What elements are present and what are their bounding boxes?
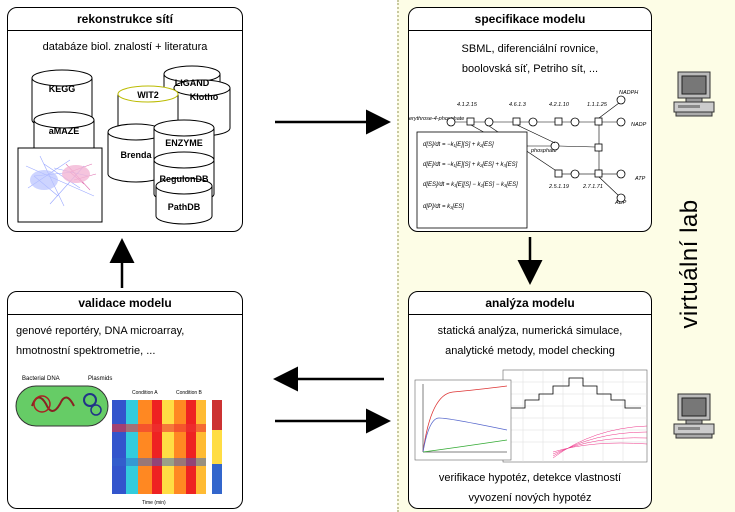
db-label-wit2: WIT2 (137, 90, 159, 100)
panel-specification: specifikace modelu SBML, diferenciální r… (408, 7, 652, 232)
label-time: Time (min) (142, 500, 166, 506)
computer-icon-bottom (672, 392, 716, 445)
panel-validation: validace modelu genové reportéry, DNA mi… (7, 291, 243, 509)
panel-reconstruction: rekonstrukce sítí databáze biol. znalost… (7, 7, 243, 232)
network-graph-thumbnail (17, 147, 103, 223)
svg-text:d[S]/dt = −k₁[E][S] + k₂[ES]: d[S]/dt = −k₁[E][S] + k₂[ES] (423, 142, 494, 148)
db-label-klotho: Klotho (190, 92, 219, 102)
panel-validation-line-1: genové reportéry, DNA microarray, (16, 325, 185, 337)
panel-analysis: analýza modelu statická analýza, numeric… (408, 291, 652, 509)
panel-analysis-line-4: vyvození nových hypotéz (468, 492, 592, 504)
panel-specification-line-1: SBML, diferenciální rovnice, (461, 43, 599, 55)
db-label-amaze: aMAZE (49, 126, 80, 136)
label-plasmids: Plasmids (88, 376, 112, 382)
pathway-label-ec6: 2.7.1.71 (582, 184, 603, 190)
pathway-label-ec5: 2.5.1.19 (548, 184, 569, 190)
svg-text:d[ES]/dt = k₁[E][S] − k₂[ES] −: d[ES]/dt = k₁[E][S] − k₂[ES] − k₃[ES] (423, 182, 518, 188)
panel-specification-line-2: boolovská síť, Petriho sít, ... (461, 63, 599, 75)
simulation-plot-left (414, 379, 512, 461)
label-bacterial-dna: Bacterial DNA (22, 376, 60, 382)
pathway-label-ec2: 4.6.1.3 (509, 102, 527, 108)
panel-reconstruction-subtitle: databáze biol. znalostí + literatura (42, 41, 208, 53)
db-label-regulondb: RegulonDB (160, 174, 209, 184)
validation-illustration: Bacterial DNA Plasmids Condition A Condi… (15, 376, 222, 506)
petri-net-illustration: erythrose-4-phosphate 4.1.2.15 4.6.1.3 4… (409, 90, 647, 229)
svg-text:d[E]/dt = −k₁[E][S] + k₂[ES] +: d[E]/dt = −k₁[E][S] + k₂[ES] + k₃[ES] (423, 162, 518, 168)
db-label-brenda: Brenda (120, 150, 152, 160)
db-label-kegg: KEGG (49, 84, 76, 94)
svg-text:d[P]/dt = k₃[ES]: d[P]/dt = k₃[ES] (423, 204, 464, 210)
db-label-pathdb: PathDB (168, 202, 201, 212)
pathway-label-ec3: 4.2.1.10 (549, 102, 570, 108)
db-label-ligand: LIGAND (175, 78, 210, 88)
computer-icon-top (672, 70, 716, 123)
bacterium-diagram: Bacterial DNA Plasmids (15, 376, 112, 427)
panel-analysis-line-2: analytické metody, model checking (445, 345, 615, 357)
pathway-label-nadph: NADPH (619, 90, 638, 96)
panel-specification-title: specifikace modelu (409, 8, 651, 31)
simulation-plots-illustration (414, 369, 648, 463)
db-label-enzyme: ENZYME (165, 138, 203, 148)
pathway-label-ec1: 4.1.2.15 (457, 102, 478, 108)
panel-analysis-line-1: statická analýza, numerická simulace, (437, 325, 623, 337)
pathway-label-atp: ATP (634, 176, 646, 182)
panel-validation-line-2: hmotnostní spektrometrie, ... (16, 345, 156, 357)
simulation-plot-right (502, 369, 648, 463)
panel-analysis-title: analýza modelu (409, 292, 651, 315)
microarray-heatmap: Condition A Condition B Time (min) (112, 390, 222, 506)
pathway-label-ec4: 1.1.1.25 (587, 102, 608, 108)
pathway-label-e4p: erythrose-4-phosphate (409, 116, 464, 122)
pathway-label-adp: ADP (614, 200, 627, 206)
pathway-label-nadp: NADP (631, 122, 647, 128)
database-cylinders-illustration: KEGG LIGAND WIT2 Klotho aMAZE Brenda ENZ… (17, 65, 231, 225)
panel-reconstruction-title: rekonstrukce sítí (8, 8, 242, 31)
label-condition-b: Condition B (176, 390, 203, 396)
panel-analysis-line-3: verifikace hypotéz, detekce vlastností (438, 472, 622, 484)
label-condition-a: Condition A (132, 390, 158, 396)
pathway-label-phosphate: phosphate (530, 148, 557, 154)
panel-validation-title: validace modelu (8, 292, 242, 315)
ode-equation-box: d[S]/dt = −k₁[E][S] + k₂[ES] d[E]/dt = −… (416, 131, 528, 229)
